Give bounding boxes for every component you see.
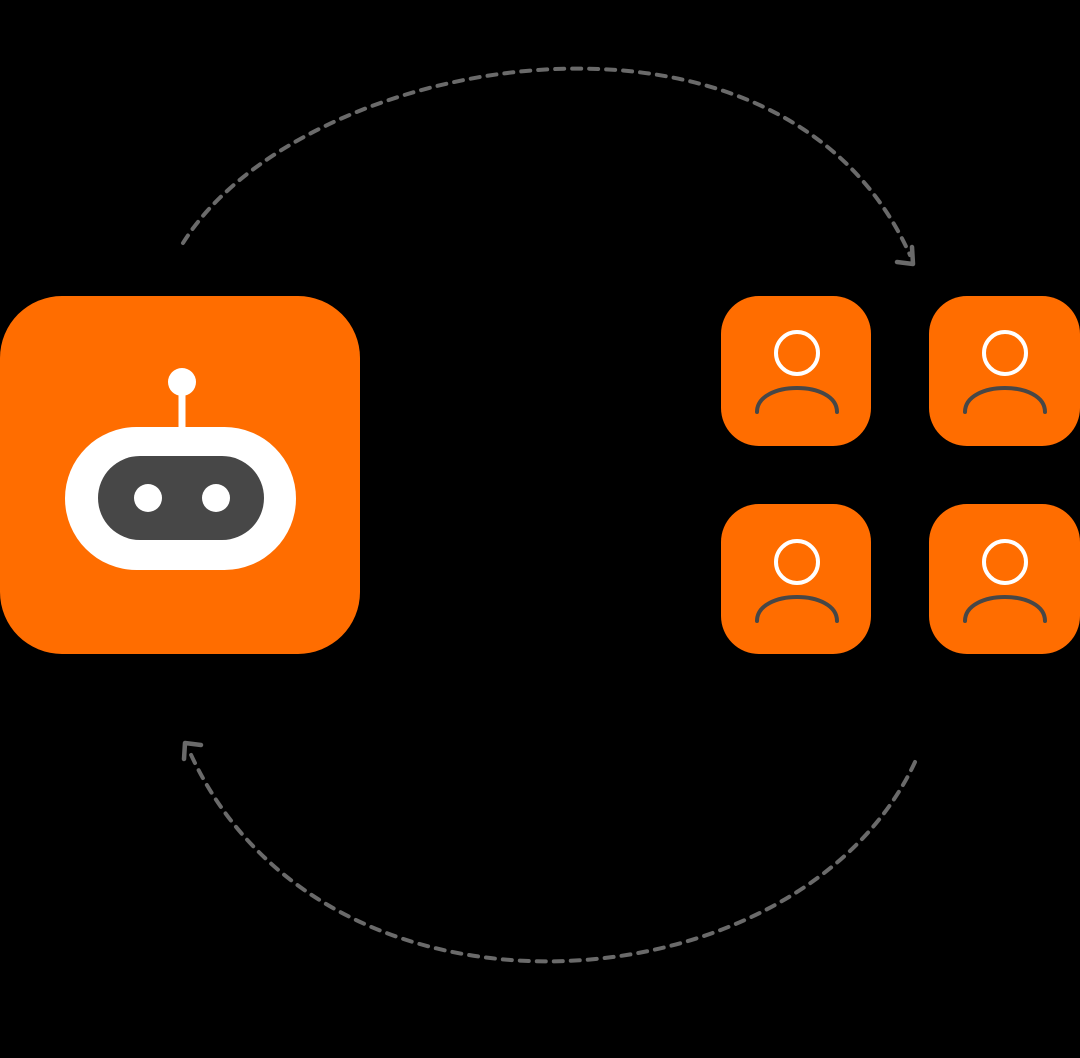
user-body bbox=[755, 595, 839, 623]
arrow-top-head-icon bbox=[894, 244, 916, 267]
user-tile bbox=[721, 296, 871, 446]
user-icon bbox=[963, 330, 1047, 414]
user-icon bbox=[755, 330, 839, 414]
user-head bbox=[982, 330, 1028, 376]
arrow-users-to-bot bbox=[181, 740, 917, 964]
user-head bbox=[774, 539, 820, 585]
user-node-1 bbox=[721, 296, 871, 446]
robot-antenna-ball bbox=[168, 368, 196, 396]
user-tile bbox=[929, 504, 1080, 654]
user-body bbox=[963, 386, 1047, 414]
arrow-top-arc bbox=[181, 66, 912, 257]
users-group bbox=[721, 296, 1080, 654]
arrow-bot-to-users bbox=[181, 66, 916, 267]
user-node-2 bbox=[929, 296, 1080, 446]
user-tile bbox=[721, 504, 871, 654]
user-body bbox=[755, 386, 839, 414]
user-head bbox=[982, 539, 1028, 585]
user-icon bbox=[755, 539, 839, 623]
user-body bbox=[963, 595, 1047, 623]
user-icon bbox=[963, 539, 1047, 623]
user-node-3 bbox=[721, 504, 871, 654]
robot-right-eye bbox=[202, 484, 230, 512]
robot-left-eye bbox=[134, 484, 162, 512]
user-node-4 bbox=[929, 504, 1080, 654]
arrow-bottom-arc bbox=[186, 746, 917, 964]
robot-visor bbox=[98, 456, 264, 540]
user-head bbox=[774, 330, 820, 376]
bot-node bbox=[0, 296, 360, 654]
arrow-bottom-head-icon bbox=[181, 740, 204, 762]
user-tile bbox=[929, 296, 1080, 446]
robot-icon bbox=[65, 368, 296, 570]
